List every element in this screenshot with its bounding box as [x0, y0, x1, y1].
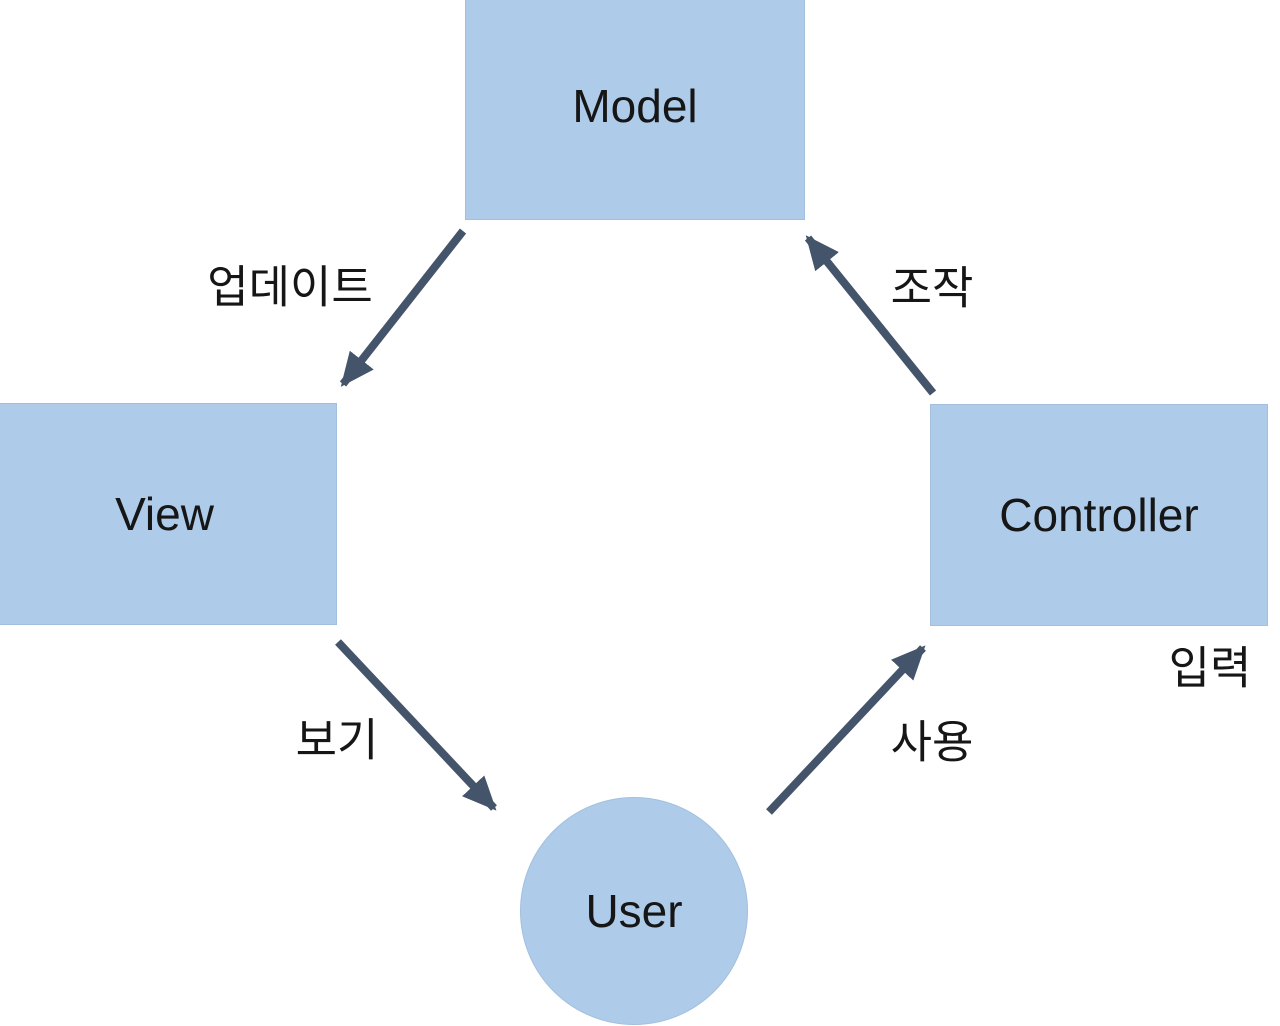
arrow-view-to-user-icon	[335, 639, 497, 811]
edge-label-view-to-user: 보기	[295, 714, 379, 766]
annotation-input: 입력	[1168, 642, 1252, 694]
arrow-model-to-view-icon	[339, 228, 467, 387]
edge-label-controller-to-model: 조작	[890, 262, 974, 314]
node-view: View	[0, 403, 337, 625]
node-controller-label: Controller	[999, 489, 1199, 541]
arrow-controller-to-model-icon	[804, 235, 937, 396]
node-user-label: User	[585, 885, 683, 937]
arrow-user-to-controller-icon	[766, 645, 926, 815]
node-model-label: Model	[572, 80, 698, 132]
node-model: Model	[465, 0, 805, 220]
edge-label-user-to-controller: 사용	[890, 716, 974, 768]
node-user: User	[520, 797, 748, 1025]
node-controller: Controller	[930, 404, 1268, 626]
node-view-label: View	[115, 488, 214, 540]
edge-label-model-to-view: 업데이트	[207, 261, 373, 313]
